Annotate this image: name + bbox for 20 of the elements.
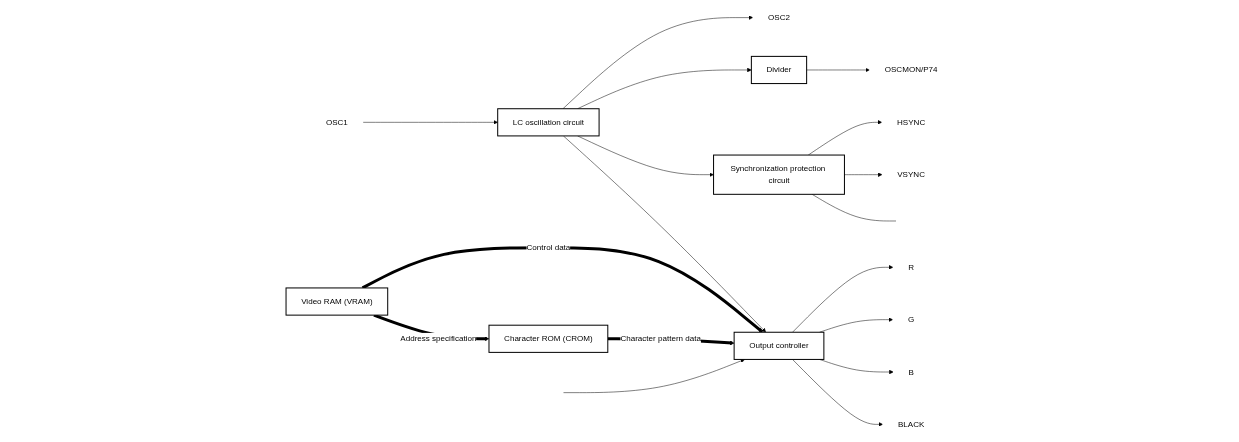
node-box: Video RAM (VRAM) xyxy=(285,287,389,316)
arrow xyxy=(361,246,763,333)
node-box: LC oscillation circuit xyxy=(497,108,600,137)
node-text: BLACK xyxy=(898,419,925,429)
node-text: R xyxy=(908,262,915,272)
node-box: Synchronization protection circuit xyxy=(713,154,846,195)
edge-label: Address specification xyxy=(400,334,477,343)
node-box: Character ROM (CROM) xyxy=(488,324,609,353)
node-text: HSYNC xyxy=(897,117,926,127)
node-text: VSYNC xyxy=(897,170,926,179)
node-text: G xyxy=(908,315,915,324)
edge-label: Control data xyxy=(526,243,571,252)
edge-label: Character pattern data xyxy=(620,334,702,343)
node-box: Output controller xyxy=(733,331,825,360)
node-text: B xyxy=(908,367,914,377)
connector xyxy=(812,194,897,222)
node-text: OSC2 xyxy=(768,13,791,22)
node-text: OSCMON/P74 xyxy=(884,65,938,74)
node-box: Divider xyxy=(751,55,808,85)
node-text: OSC1 xyxy=(326,117,348,127)
